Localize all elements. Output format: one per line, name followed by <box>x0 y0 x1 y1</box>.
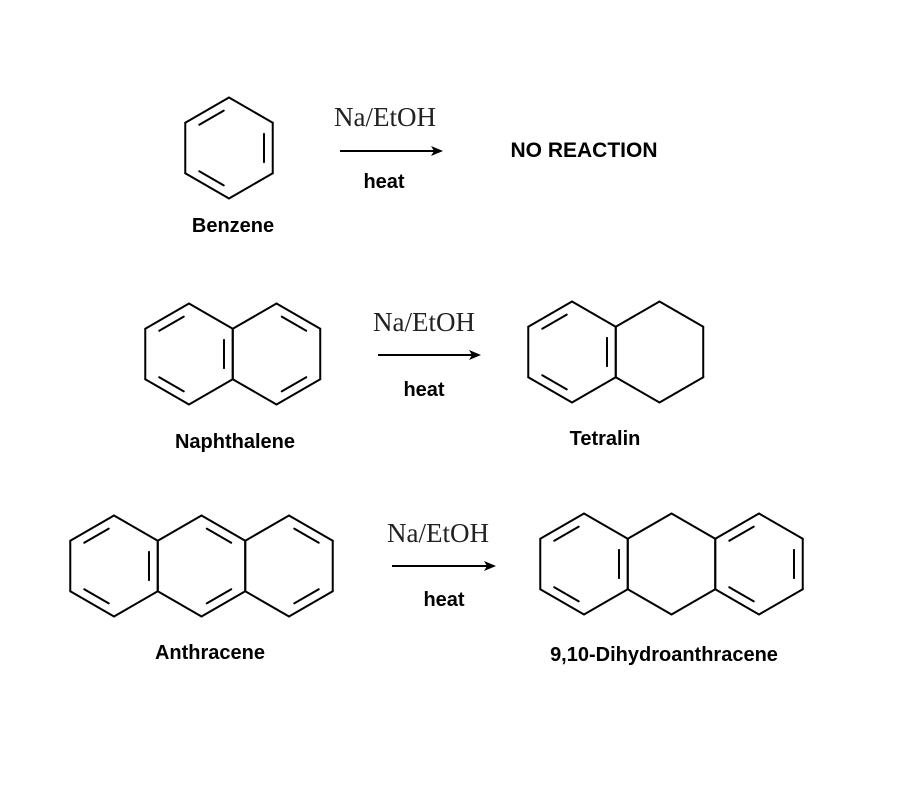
naphthalene-ring-left <box>144 302 234 406</box>
reagent-label-2: Na/EtOH <box>373 307 475 337</box>
dihydroanthracene-ring-right <box>714 512 804 616</box>
reagent-label-3: Na/EtOH <box>387 518 489 548</box>
naphthalene-ring-right <box>231 302 322 406</box>
condition-label-1: heat <box>363 171 404 193</box>
reactant-label-anthracene: Anthracene <box>155 642 265 664</box>
tetralin-saturated-ring <box>614 300 705 404</box>
product-label-tetralin: Tetralin <box>570 428 641 450</box>
product-label-dihydroanthracene: 9,10-Dihydroanthracene <box>550 644 778 666</box>
reactant-label-naphthalene: Naphthalene <box>175 431 295 453</box>
condition-label-3: heat <box>423 589 464 611</box>
product-no-reaction: NO REACTION <box>511 139 658 162</box>
reagent-label-1: Na/EtOH <box>334 102 436 132</box>
anthracene-ring-right <box>244 514 334 618</box>
anthracene-ring-left <box>69 514 159 618</box>
benzene-structure <box>184 96 274 200</box>
anthracene-ring-middle <box>156 514 247 618</box>
tetralin-aromatic-ring <box>527 300 617 404</box>
reactant-label-benzene: Benzene <box>192 215 274 237</box>
dihydroanthracene-ring-left <box>539 512 629 616</box>
dihydroanthracene-ring-middle <box>626 512 717 616</box>
condition-label-2: heat <box>403 379 444 401</box>
